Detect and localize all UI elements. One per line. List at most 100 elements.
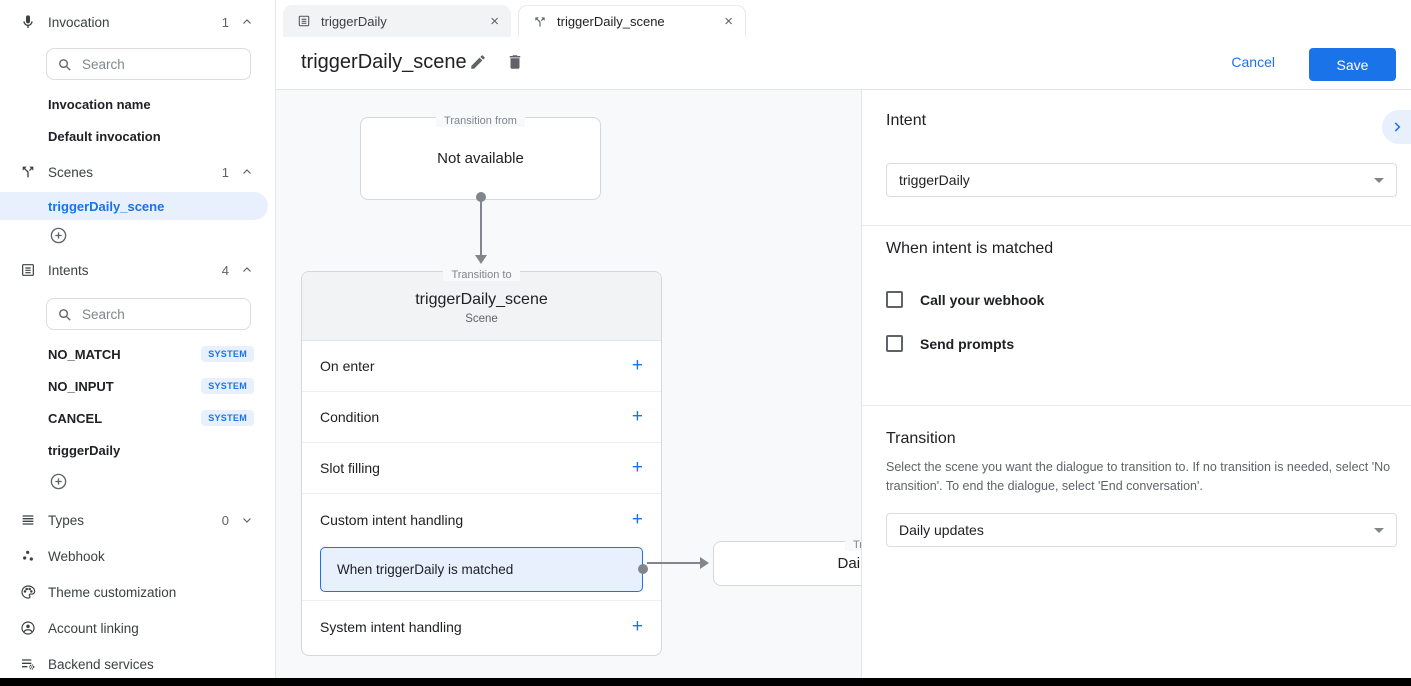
divider xyxy=(862,405,1411,406)
close-icon[interactable]: × xyxy=(490,12,499,30)
intents-search[interactable] xyxy=(46,298,251,330)
connector-line xyxy=(647,562,700,564)
add-icon[interactable]: + xyxy=(631,615,643,637)
invocation-search[interactable] xyxy=(46,48,251,80)
tab-label: triggerDaily xyxy=(321,13,387,29)
sidebar-item-no-match[interactable]: NO_MATCH SYSTEM xyxy=(0,338,275,370)
chevron-up-icon xyxy=(241,264,253,276)
add-icon[interactable]: + xyxy=(631,457,643,478)
intent-dropdown[interactable]: triggerDaily xyxy=(886,163,1397,197)
system-badge: SYSTEM xyxy=(201,378,254,394)
edit-pencil-icon[interactable] xyxy=(469,53,487,71)
add-circle-icon xyxy=(49,226,68,245)
scene-row-condition[interactable]: Condition + xyxy=(302,392,661,443)
checkbox-unchecked[interactable] xyxy=(886,335,903,352)
sidebar-item-backend-services[interactable]: Backend services xyxy=(0,648,275,678)
intent-editor-panel: Intent triggerDaily When intent is match… xyxy=(861,90,1411,678)
sidebar-item-webhook[interactable]: Webhook xyxy=(0,540,275,572)
scene-flow-canvas[interactable]: Transition from Not available Transition… xyxy=(276,90,861,678)
transition-dropdown[interactable]: Daily updates xyxy=(886,513,1397,547)
item-label: Invocation name xyxy=(48,96,151,112)
types-lines-icon xyxy=(20,512,36,528)
section-count: 4 xyxy=(221,262,229,278)
row-label: System intent handling xyxy=(320,618,462,635)
scene-row-on-enter[interactable]: On enter + xyxy=(302,341,661,392)
row-label: Custom intent handling xyxy=(320,511,464,528)
scene-row-slot-filling[interactable]: Slot filling + xyxy=(302,443,661,494)
add-icon[interactable]: + xyxy=(631,508,643,530)
item-label: NO_INPUT xyxy=(48,378,114,394)
section-label: Intents xyxy=(48,262,89,278)
arrow-right-icon xyxy=(700,557,709,569)
sidebar-item-theme-customization[interactable]: Theme customization xyxy=(0,576,275,608)
add-scene-button[interactable] xyxy=(0,220,275,250)
checkbox-unchecked[interactable] xyxy=(886,291,903,308)
sidebar-section-invocation[interactable]: Invocation 1 xyxy=(0,6,275,38)
account-circle-icon xyxy=(20,620,36,636)
invocation-search-input[interactable] xyxy=(82,56,240,72)
call-webhook-checkbox-row[interactable]: Call your webhook xyxy=(886,291,1044,308)
section-label: Invocation xyxy=(48,14,110,30)
add-icon[interactable]: + xyxy=(631,355,643,376)
sidebar-section-types[interactable]: Types 0 xyxy=(0,504,275,536)
intent-handler-card[interactable]: When triggerDaily is matched xyxy=(320,547,648,592)
sidebar-item-triggerdaily-intent[interactable]: triggerDaily xyxy=(0,434,275,466)
section-label: Scenes xyxy=(48,164,94,180)
item-label: Default invocation xyxy=(48,128,161,144)
transition-from-text: Not available xyxy=(437,150,524,167)
caret-down-icon xyxy=(1374,527,1384,533)
cancel-button[interactable]: Cancel xyxy=(1231,54,1275,70)
row-label: Slot filling xyxy=(320,460,380,476)
search-icon xyxy=(57,57,72,72)
intents-list-icon xyxy=(20,262,36,278)
intent-doc-icon xyxy=(297,14,311,28)
intent-heading: Intent xyxy=(886,112,927,129)
sidebar-item-default-invocation[interactable]: Default invocation xyxy=(0,120,275,152)
item-label: Account linking xyxy=(48,620,139,636)
arrow-down-icon xyxy=(475,255,487,264)
tab-triggerdaily-scene[interactable]: triggerDaily_scene × xyxy=(518,5,746,37)
sidebar-section-intents[interactable]: Intents 4 xyxy=(0,254,275,286)
sidebar-item-triggerdaily-scene[interactable]: triggerDaily_scene xyxy=(0,192,268,220)
checkbox-label: Call your webhook xyxy=(920,291,1045,308)
page-title: triggerDaily_scene xyxy=(301,51,467,73)
scene-fork-icon xyxy=(533,15,547,29)
scene-fork-icon xyxy=(20,164,36,180)
send-prompts-checkbox-row[interactable]: Send prompts xyxy=(886,335,1014,352)
scene-row-custom-intent-handling[interactable]: Custom intent handling + When triggerDai… xyxy=(302,494,661,601)
delete-trash-icon[interactable] xyxy=(506,53,524,71)
search-icon xyxy=(57,307,72,322)
scene-node[interactable]: Transition to triggerDaily_scene Scene O… xyxy=(301,269,662,656)
add-icon[interactable]: + xyxy=(631,406,643,427)
collapse-panel-button[interactable] xyxy=(1382,110,1411,144)
sidebar-item-invocation-name[interactable]: Invocation name xyxy=(0,88,275,120)
transition-target-node[interactable]: Transition to Daily updates xyxy=(713,539,861,586)
scene-row-system-intent-handling[interactable]: System intent handling + xyxy=(302,601,661,652)
chevron-up-icon xyxy=(241,16,253,28)
save-button[interactable]: Save xyxy=(1309,48,1396,81)
checkbox-label: Send prompts xyxy=(920,335,1015,352)
close-icon[interactable]: × xyxy=(724,13,733,30)
section-label: Types xyxy=(48,512,85,528)
row-label: On enter xyxy=(320,358,375,374)
scene-node-title: triggerDaily_scene xyxy=(415,291,548,308)
sidebar-section-scenes[interactable]: Scenes 1 xyxy=(0,156,275,188)
microphone-icon xyxy=(20,14,36,30)
sidebar-item-cancel-intent[interactable]: CANCEL SYSTEM xyxy=(0,402,275,434)
sidebar: Invocation 1 Invocation name Default inv… xyxy=(0,0,276,678)
section-count: 1 xyxy=(221,14,229,30)
bottom-bar xyxy=(0,678,1411,686)
intents-search-input[interactable] xyxy=(82,306,240,322)
chevron-down-icon xyxy=(241,514,253,526)
caret-down-icon xyxy=(1374,177,1384,183)
tab-triggerdaily[interactable]: triggerDaily × xyxy=(283,5,511,37)
sidebar-item-account-linking[interactable]: Account linking xyxy=(0,612,275,644)
transition-description: Select the scene you want the dialogue t… xyxy=(886,460,1391,494)
chevron-right-icon xyxy=(1390,120,1404,134)
transition-from-node[interactable]: Transition from Not available xyxy=(360,115,601,200)
sidebar-item-no-input[interactable]: NO_INPUT SYSTEM xyxy=(0,370,275,402)
handler-label: When triggerDaily is matched xyxy=(337,562,514,577)
connector-line xyxy=(480,197,482,257)
add-intent-button[interactable] xyxy=(0,466,275,496)
